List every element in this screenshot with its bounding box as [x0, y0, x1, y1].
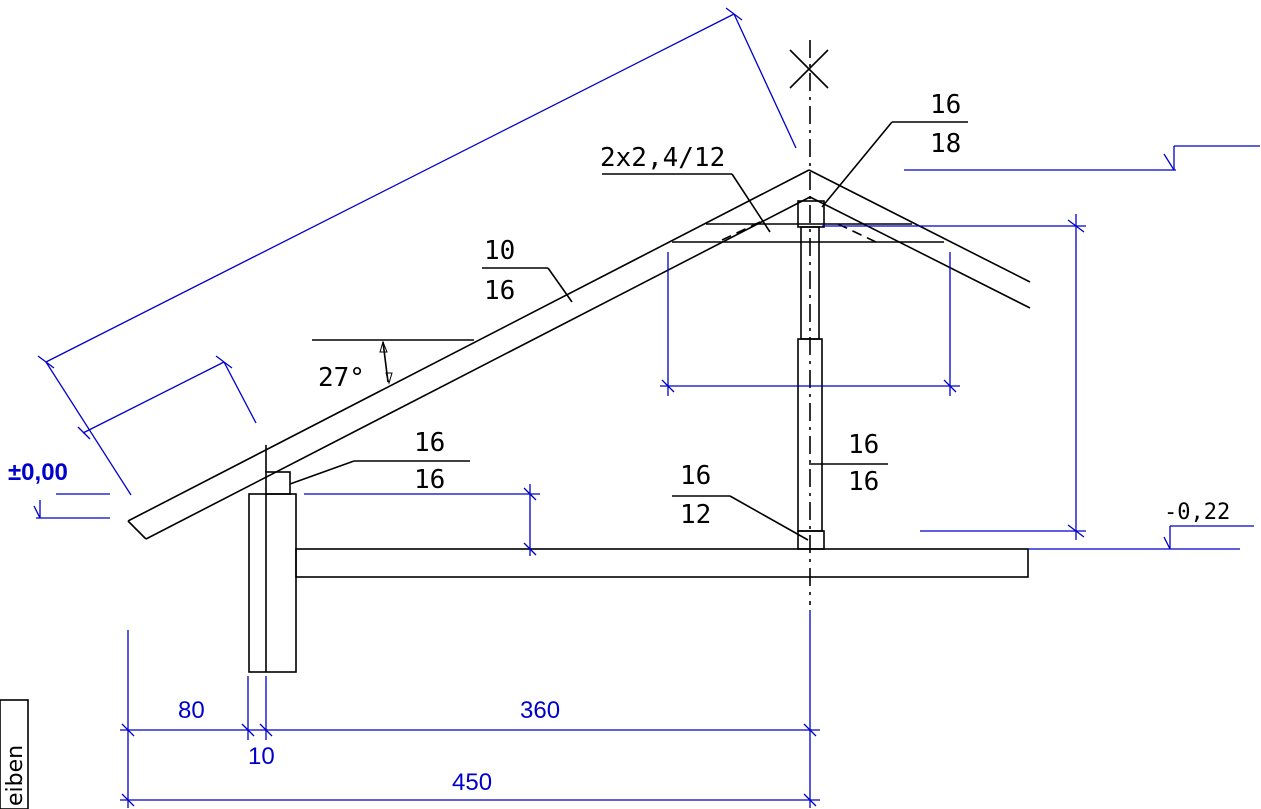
member-labels: 16 18 2x2,4/12 10 16 27° 16 16 16 16 16 …: [318, 90, 961, 530]
total-dimension: 450: [452, 769, 492, 796]
wall-gap-dimension: 10: [248, 743, 275, 770]
side-tab: eiben: [0, 699, 29, 809]
wall-plate-label-top: 16: [414, 428, 445, 458]
ridge-purlin-label-top: 16: [930, 90, 961, 120]
sill-plate: [797, 530, 825, 550]
floor-level-label: -0,22: [1164, 500, 1230, 525]
right-rafter: [808, 169, 1031, 309]
pitch-label: 27°: [318, 363, 365, 393]
ridge-purlin: [797, 200, 825, 228]
floor-slab: [295, 548, 1029, 578]
post-label-top: 16: [848, 430, 879, 460]
ridge-purlin-label-bottom: 18: [930, 129, 961, 159]
collar-tie-label: 2x2,4/12: [600, 143, 725, 173]
post-label-bottom: 16: [848, 467, 879, 497]
wall-plate-label-bottom: 16: [414, 465, 445, 495]
overhang-dimension: 80: [178, 697, 205, 724]
wall-plate: [265, 471, 291, 495]
centerline-symbol: [789, 49, 829, 89]
sill-label-bottom: 12: [680, 500, 711, 530]
rafter-label-bottom: 16: [484, 276, 515, 306]
zero-level-label: ±0,00: [8, 459, 68, 486]
dimension-lines: [33, 7, 1260, 808]
dimension-labels: 80 10 360 450: [178, 697, 560, 796]
left-rafter: [127, 169, 811, 540]
level-labels: ±0,00 -0,22: [8, 459, 1230, 525]
sill-label-top: 16: [680, 461, 711, 491]
rafter-label-top: 10: [484, 236, 515, 266]
wall: [248, 493, 297, 673]
side-tab-label: eiben: [3, 745, 28, 806]
structure: [127, 40, 1031, 673]
collar-tie: [672, 221, 944, 243]
span-dimension: 360: [520, 697, 560, 724]
